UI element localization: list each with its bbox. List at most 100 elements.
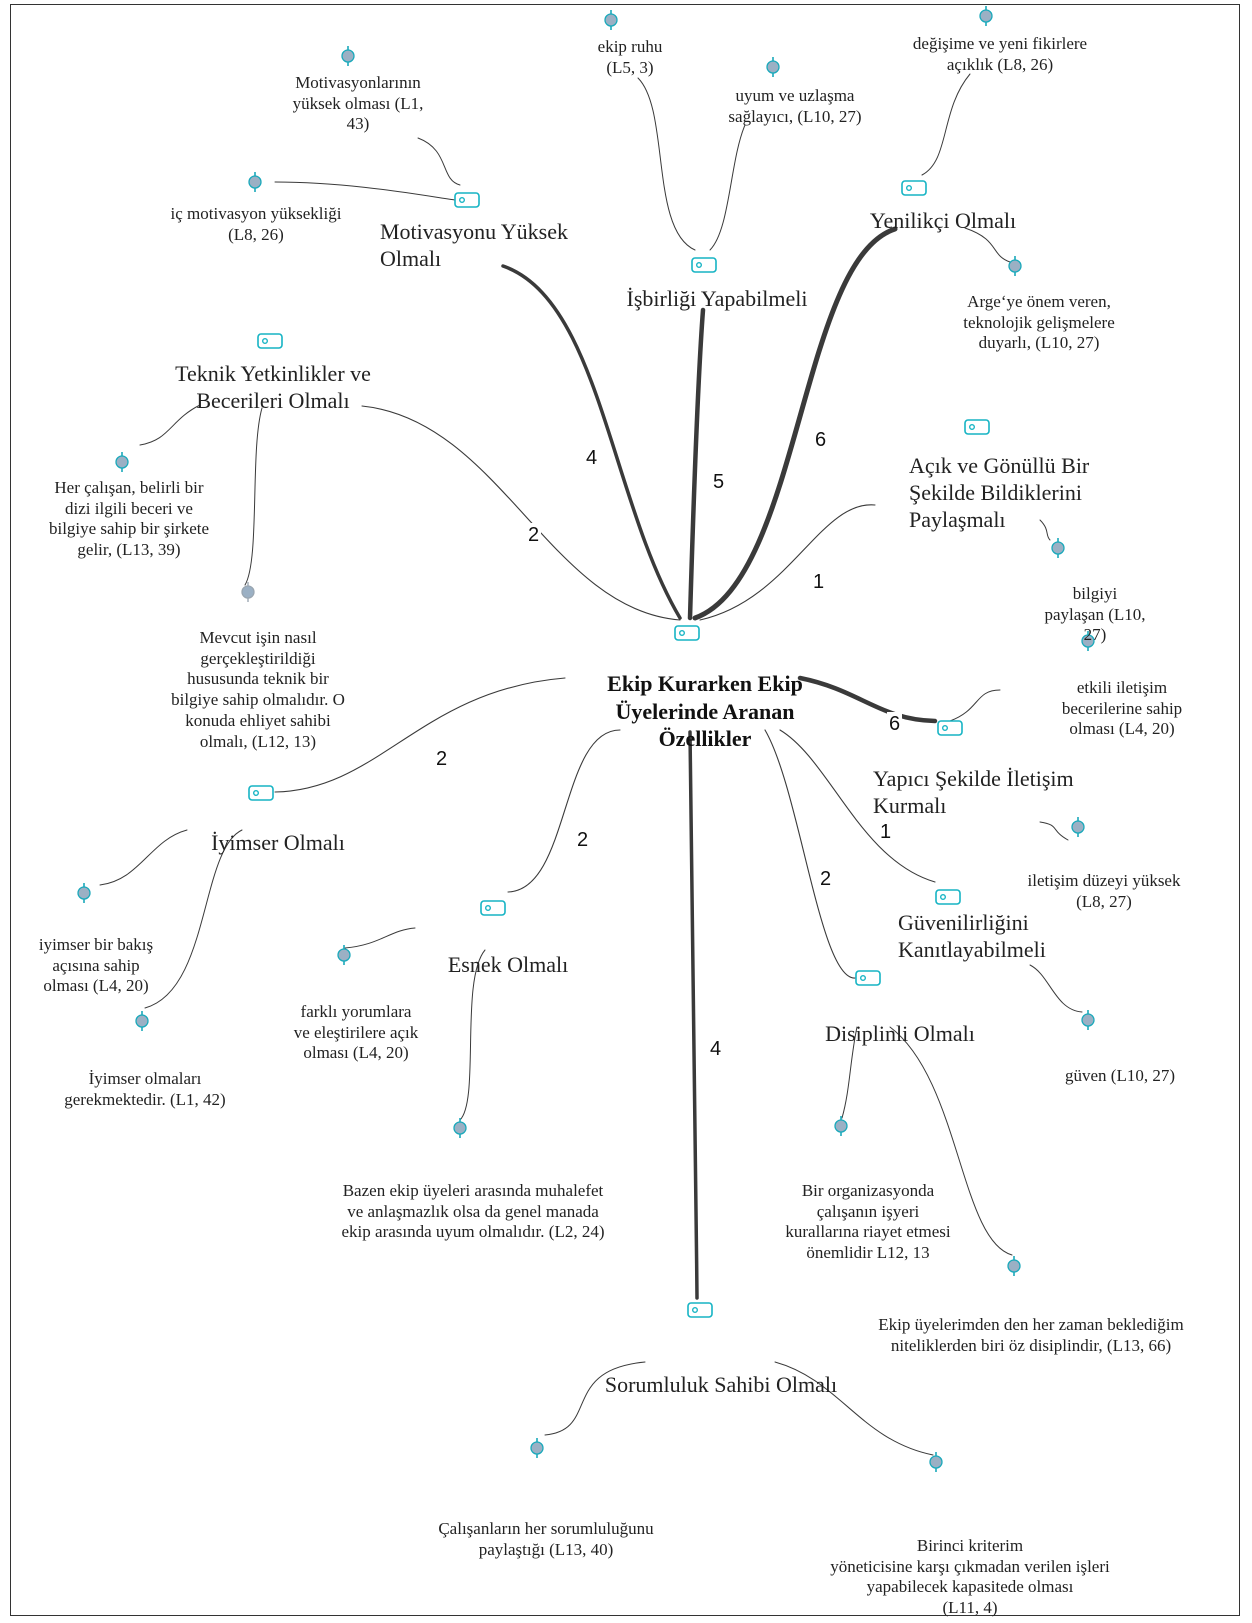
quote-line: ekip arasında uyum olmalıdır. (L2, 24) [341, 1222, 605, 1242]
quote-line: Bir organizasyonda [801, 1181, 935, 1200]
code-label: Motivasyonu Yüksek [380, 219, 569, 244]
quote-ekipruhu[interactable]: ekip ruhu (L5, 3) [565, 37, 695, 78]
code-label: Teknik Yetkinlikler ve [175, 361, 371, 386]
edge-q-ekipuyeleri [889, 1026, 1013, 1256]
quote-line: ekip ruhu [597, 37, 663, 56]
quote-line: İyimser olmaları [88, 1069, 202, 1088]
quote-line: Motivasyonlarının [295, 73, 421, 92]
pin-marker-icon-bazen [453, 1118, 467, 1138]
quote-line: açısına sahip [52, 955, 140, 975]
quote-line: farklı yorumlara [300, 1002, 412, 1021]
edge-q-motiv1 [417, 137, 461, 186]
pin-marker-icon-farkli [337, 945, 351, 965]
edge-teknik [361, 405, 681, 621]
edge-iyimser [274, 677, 566, 793]
edge-q-ekipruhu [637, 77, 696, 251]
code-motivasyon[interactable]: Motivasyonu Yüksek Olmalı [380, 219, 568, 273]
quote-line: paylaşan (L10, [1044, 604, 1146, 624]
edge-sorumluluk [688, 730, 699, 1300]
center-line: Özellikler [658, 726, 752, 751]
quote-line: olmalı, (L12, 13) [199, 731, 317, 751]
quote-line: yüksek olması (L1, [292, 93, 424, 113]
quote-bazen[interactable]: Bazen ekip üyeleri arasında muhalefet ve… [298, 1181, 648, 1243]
quote-bilgiyi[interactable]: bilgiyi paylaşan (L10, 27) [1030, 584, 1160, 646]
tag-icon-guvenilir [935, 889, 961, 905]
quote-birinci[interactable]: Birinci kriterim yöneticisine karşı çıkm… [780, 1536, 1160, 1619]
quote-calisanlar[interactable]: Çalışanların her sorumluluğunu paylaştığ… [396, 1519, 696, 1560]
pin-marker-icon-uyum [766, 57, 780, 77]
code-label: Kanıtlayabilmeli [898, 936, 1046, 962]
quote-line: Her çalışan, belirli bir [54, 478, 204, 497]
quote-line: değişime ve yeni fikirlere [912, 34, 1088, 53]
quote-line: paylaştığı (L13, 40) [478, 1539, 614, 1559]
pin-marker-icon-hercalisan [115, 452, 129, 472]
pin-marker-icon-ekipuyeleri [1007, 1256, 1021, 1276]
code-acik[interactable]: Açık ve Gönüllü Bir Şekilde Bildiklerini… [909, 453, 1089, 533]
quote-iyimserolma[interactable]: İyimser olmaları gerekmektedir. (L1, 42) [40, 1069, 250, 1110]
central-code[interactable]: Ekip Kurarken Ekip Üyelerinde Aranan Öze… [585, 670, 825, 753]
quote-line: (L5, 3) [606, 57, 654, 77]
code-label: Kurmalı [873, 792, 947, 818]
code-isbirligi[interactable]: İşbirliği Yapabilmeli [612, 286, 822, 313]
code-label: Açık ve Gönüllü Bir [909, 453, 1090, 478]
code-guvenilir[interactable]: Güvenilirliğini Kanıtlayabilmeli [898, 910, 1046, 964]
quote-ekipuyeleri[interactable]: Ekip üyelerimden den her zaman beklediği… [836, 1315, 1226, 1356]
quote-line: duyarlı, (L10, 27) [978, 333, 1100, 353]
code-yenilikci[interactable]: Yenilikçi Olmalı [858, 208, 1028, 235]
pin-marker-icon-motiv1 [341, 46, 355, 66]
quote-iyimserbakis[interactable]: iyimser bir bakış açısına sahip olması (… [16, 935, 176, 997]
quote-line: dizi ilgili beceri ve [65, 498, 193, 518]
edge-weight-esnek: 2 [575, 828, 591, 853]
edge-weight-yenilikci: 6 [813, 428, 829, 453]
tag-icon-isbirligi [691, 257, 717, 273]
quote-farkli[interactable]: farklı yorumlara ve eleştirilere açık ol… [256, 1002, 456, 1064]
quote-line: açıklık (L8, 26) [946, 54, 1054, 74]
quote-degisim[interactable]: değişime ve yeni fikirlere açıklık (L8, … [880, 34, 1120, 75]
quote-mevcut[interactable]: Mevcut işin nasıl gerçekleştirildiği hus… [148, 628, 368, 752]
quote-guven[interactable]: güven (L10, 27) [1040, 1066, 1200, 1087]
quote-line: yöneticisine karşı çıkmadan verilen işle… [830, 1556, 1110, 1576]
code-disiplinli[interactable]: Disiplinli Olmalı [800, 1021, 1000, 1048]
code-teknik[interactable]: Teknik Yetkinlikler ve Becerileri Olmalı [158, 361, 388, 415]
quote-line: önemlidir L12, 13 [806, 1243, 930, 1263]
quote-line: etkili iletişim [1076, 678, 1168, 697]
code-esnek[interactable]: Esnek Olmalı [418, 952, 598, 979]
quote-line: Ekip üyelerimden den her zaman beklediği… [878, 1315, 1184, 1334]
edge-weight-motivasyon: 4 [584, 446, 600, 471]
code-label: Güvenilirliğini [898, 910, 1029, 935]
code-sorumluluk[interactable]: Sorumluluk Sahibi Olmalı [576, 1372, 866, 1399]
pin-marker-icon-degisim [979, 6, 993, 26]
quote-line: Birinci kriterim [916, 1536, 1024, 1555]
code-label: Yenilikçi Olmalı [869, 208, 1017, 233]
center-line: Üyelerinde Aranan [615, 698, 795, 724]
quote-line: 27) [1083, 625, 1107, 645]
quote-hercalisan[interactable]: Her çalışan, belirli bir dizi ilgili bec… [14, 478, 244, 561]
code-label: Yapıcı Şekilde İletişim [873, 766, 1074, 791]
quote-etkili[interactable]: etkili iletişim becerilerine sahip olmas… [1032, 678, 1212, 740]
pin-marker-icon-etkili [1081, 631, 1095, 651]
quote-motiv2[interactable]: iç motivasyon yüksekliği (L8, 26) [146, 204, 366, 245]
quote-motiv1[interactable]: Motivasyonlarının yüksek olması (L1, 43) [258, 73, 458, 135]
quote-uyum[interactable]: uyum ve uzlaşma sağlayıcı, (L10, 27) [700, 86, 890, 127]
code-label: Şekilde Bildiklerini [909, 479, 1082, 505]
quote-line: gerekmektedir. (L1, 42) [64, 1089, 226, 1109]
code-yapici[interactable]: Yapıcı Şekilde İletişim Kurmalı [873, 766, 1074, 820]
edge-yapici [797, 675, 938, 724]
code-label: İşbirliği Yapabilmeli [626, 286, 808, 311]
tag-icon-teknik [257, 333, 283, 349]
quote-line: (L8, 27) [1076, 891, 1132, 911]
quote-organizasyon[interactable]: Bir organizasyonda çalışanın işyeri kura… [758, 1181, 978, 1264]
code-label: Disiplinli Olmalı [825, 1021, 975, 1046]
quote-line: Çalışanların her sorumluluğunu [438, 1519, 654, 1538]
quote-iletisim[interactable]: iletişim düzeyi yüksek (L8, 27) [1004, 871, 1204, 912]
quote-line: bilgiye sahip bir şirkete [48, 519, 210, 539]
edge-q-birinci [774, 1361, 934, 1456]
quote-line: iç motivasyon yüksekliği [170, 204, 342, 223]
edge-q-organizasyon [841, 1026, 858, 1119]
edge-motivasyon [501, 264, 682, 620]
quote-arge[interactable]: Arge‘ye önem veren, teknolojik gelişmele… [934, 292, 1144, 354]
edge-q-mevcut [244, 407, 263, 586]
quote-line: olması (L4, 20) [43, 976, 149, 996]
code-iyimser[interactable]: İyimser Olmalı [178, 830, 378, 857]
quote-line: güven (L10, 27) [1064, 1066, 1175, 1085]
